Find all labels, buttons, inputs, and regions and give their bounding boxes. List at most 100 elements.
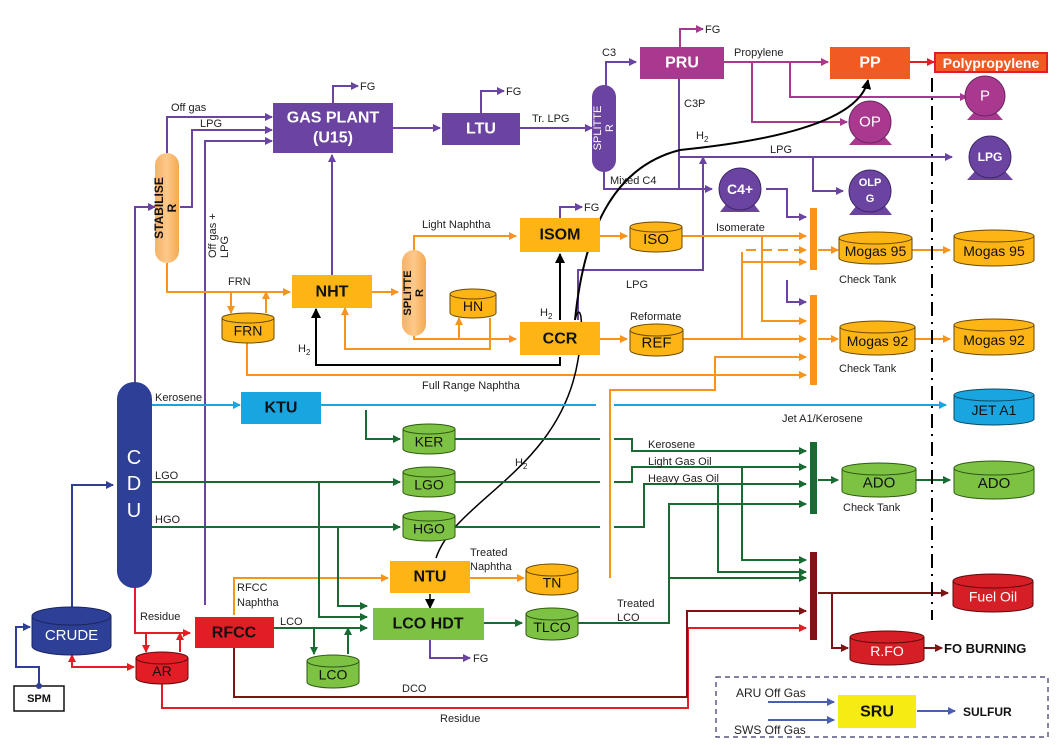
tank-mogas95-label: Mogas 95 — [963, 243, 1025, 259]
tank-hgo[interactable]: HGO — [402, 510, 456, 542]
unit-ktu[interactable]: KTU — [241, 392, 321, 424]
tank-top — [953, 460, 1035, 476]
sphere-c4plus[interactable]: C4+ — [718, 167, 762, 212]
label-treated-naphtha-2: Naphtha — [470, 561, 512, 573]
flow-splitter-ccr — [413, 335, 517, 343]
tank-rfo[interactable]: R.FO — [849, 630, 925, 666]
tank-body — [135, 658, 189, 685]
unit-pp[interactable]: PP — [830, 47, 910, 79]
flow-c4-blend95 — [766, 188, 807, 221]
tank-fuel-oil-label: Fuel Oil — [969, 589, 1017, 605]
label-check-tank-92: Check Tank — [839, 363, 897, 375]
tank-mogas95[interactable]: Mogas 95 — [953, 229, 1035, 267]
flow-ktu-ker — [365, 410, 401, 443]
unit-sru-label: SRU — [860, 704, 894, 721]
flow-offgas-lpg — [204, 137, 273, 605]
unit-sru[interactable]: SRU — [838, 695, 916, 728]
tank-lgo-label: LGO — [414, 477, 444, 493]
sru-box: ARU Off Gas SWS Off Gas SRU SULFUR — [715, 676, 1049, 738]
column-stabiliser[interactable]: STABILISE R — [152, 153, 179, 263]
label-lpg-ccr: LPG — [626, 279, 648, 291]
column-lpg-splitter[interactable]: SPLITTE R — [592, 85, 616, 172]
tank-ar[interactable]: AR — [135, 651, 189, 685]
tank-fuel-oil[interactable]: Fuel Oil — [952, 573, 1034, 613]
unit-lco-hdt-label: LCO HDT — [392, 616, 463, 633]
tank-jet-a1[interactable]: JET A1 — [953, 388, 1035, 426]
flow-h2-nht — [311, 308, 561, 366]
tank-hn[interactable]: HN — [449, 288, 497, 319]
flow-dco — [233, 607, 807, 698]
tank-top — [839, 320, 916, 334]
flow-residue — [134, 588, 191, 637]
tank-ref[interactable]: REF — [629, 323, 684, 357]
tank-crude[interactable]: CRUDE — [31, 606, 112, 656]
unit-rfcc[interactable]: RFCC — [195, 617, 274, 648]
tank-ado[interactable]: ADO — [953, 460, 1035, 500]
tank-tlco[interactable]: TLCO — [525, 607, 579, 641]
tank-hn-label: HN — [463, 298, 483, 314]
tank-lco[interactable]: LCO — [306, 654, 360, 689]
label-off-gas-lpg: Off gas + — [207, 213, 219, 258]
product-polypropylene[interactable]: Polypropylene — [934, 52, 1048, 73]
tank-tn[interactable]: TN — [525, 563, 579, 596]
unit-pru[interactable]: PRU — [640, 47, 724, 79]
flow-h2-ntu — [435, 311, 583, 559]
label-fg-lcohdt: FG — [473, 653, 488, 665]
flow-h2-pp — [574, 79, 872, 321]
spm-box[interactable]: SPM — [13, 683, 65, 712]
tank-mogas95-check[interactable]: Mogas 95 — [838, 231, 913, 265]
tank-body — [953, 236, 1035, 267]
flow-cdu-stab — [134, 203, 156, 385]
tank-tn-label: TN — [543, 575, 562, 591]
tank-body — [449, 294, 497, 319]
tank-mogas92-check[interactable]: Mogas 92 — [839, 320, 916, 356]
flow-ref-blend95 — [741, 258, 807, 339]
column-naphtha-splitter[interactable]: SPLITTE R — [402, 250, 426, 336]
tank-body — [953, 395, 1035, 426]
label-h2-ntu: H2 — [515, 457, 528, 471]
unit-ccr[interactable]: CCR — [520, 322, 600, 355]
unit-ltu[interactable]: LTU — [442, 113, 520, 145]
unit-ntu[interactable]: NTU — [390, 561, 470, 593]
column-cdu[interactable]: C D U — [117, 382, 152, 588]
column-stabiliser-label: STABILISE — [152, 177, 166, 239]
sphere-olpg-label: OLP — [859, 177, 882, 189]
tank-ker[interactable]: KER — [402, 423, 456, 455]
tank-ado-check-label: ADO — [863, 475, 896, 492]
tank-mogas92[interactable]: Mogas 92 — [953, 318, 1035, 356]
flow-gasplant-fg — [332, 82, 359, 103]
tank-body — [402, 429, 456, 455]
label-isomerate: Isomerate — [716, 222, 765, 234]
unit-nht[interactable]: NHT — [292, 275, 372, 308]
tank-top — [838, 231, 913, 245]
column-stabiliser-label-2: R — [165, 203, 179, 212]
tank-iso[interactable]: ISO — [629, 221, 683, 253]
tank-top — [953, 229, 1035, 243]
flow-tn-blend — [609, 353, 807, 578]
tank-mogas95-check-label: Mogas 95 — [845, 243, 907, 259]
flow-ltu-fg — [480, 87, 505, 113]
product-polypropylene-label: Polypropylene — [943, 55, 1040, 71]
unit-isom[interactable]: ISOM — [520, 218, 600, 252]
sphere-olpg[interactable]: OLP G — [848, 169, 892, 215]
tank-ar-label: AR — [152, 663, 171, 679]
sphere-lpg[interactable]: LPG — [967, 135, 1013, 180]
tank-rfo-label: R.FO — [870, 643, 904, 659]
unit-lco-hdt[interactable]: LCO HDT — [373, 608, 484, 640]
label-fo-burning: FO BURNING — [944, 641, 1026, 656]
tank-frn[interactable]: FRN — [221, 312, 275, 344]
tank-ado-check[interactable]: ADO — [841, 462, 917, 498]
sphere-op-label: OP — [859, 114, 881, 131]
unit-gas-plant[interactable]: GAS PLANT (U15) — [273, 103, 393, 153]
tank-top — [952, 573, 1034, 589]
flow-lgo-fo — [741, 467, 807, 564]
unit-gas-plant-sublabel: (U15) — [313, 130, 353, 147]
label-lgo: LGO — [155, 470, 179, 482]
tank-top — [525, 607, 579, 621]
label-off-gas-lpg-2: LPG — [219, 236, 231, 258]
sphere-p[interactable]: P — [964, 75, 1006, 120]
label-stab-lpg: LPG — [200, 118, 222, 130]
tank-lgo[interactable]: LGO — [402, 466, 456, 498]
sphere-op[interactable]: OP — [848, 100, 892, 145]
label-check-tank-95: Check Tank — [839, 274, 897, 286]
